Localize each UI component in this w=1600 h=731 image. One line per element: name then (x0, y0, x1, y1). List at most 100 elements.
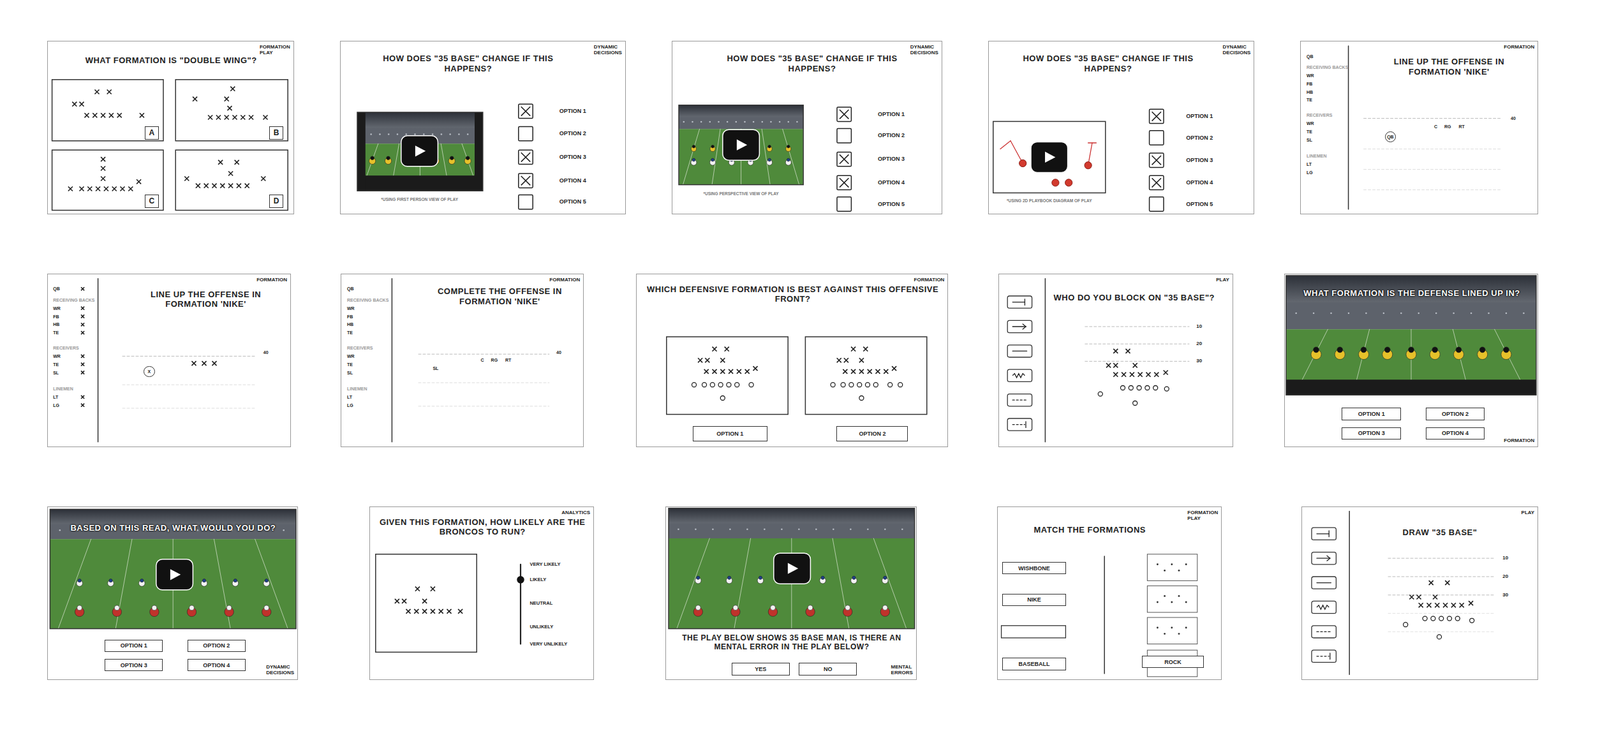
label-text: OPTION 3 (559, 154, 587, 161)
x-mark (1129, 372, 1135, 378)
rule-line (1025, 421, 1026, 429)
x-mark (1416, 594, 1421, 600)
crowd-dot (422, 133, 425, 136)
red-player (1065, 179, 1073, 187)
label-text: FB (52, 314, 59, 319)
crowd-dot (1417, 312, 1420, 315)
button-text: BASEBALL (1018, 660, 1050, 668)
card-panel: HOW DOES "35 BASE" CHANGE IF THIS HAPPEN… (988, 40, 1255, 215)
x-mark (191, 361, 196, 366)
x-mark (414, 609, 419, 614)
rule-line (1316, 655, 1329, 657)
crowd-dot (761, 121, 764, 124)
x-mark (458, 609, 463, 614)
label-text: 10 (1196, 324, 1202, 330)
red-player (1051, 179, 1060, 187)
label-text: SL (347, 370, 353, 376)
o-mark (1120, 385, 1125, 390)
x-mark (837, 357, 842, 363)
option-button: OPTION 3 (1341, 427, 1401, 440)
o-mark (710, 382, 715, 388)
option-button: OPTION 1 (104, 639, 163, 652)
label-text: RG (1444, 124, 1452, 129)
label-text: SL (1306, 137, 1313, 143)
tag-label: FORMATION PLAY (1187, 509, 1218, 522)
button-text: NO (823, 666, 833, 673)
center-divider (1103, 556, 1105, 674)
x-mark (859, 369, 864, 374)
turf (357, 143, 483, 191)
play-button (156, 559, 194, 591)
player-helmet (711, 158, 715, 162)
tool-icon (1311, 650, 1336, 663)
field-line (122, 408, 256, 409)
option-button: OPTION 4 (1425, 427, 1486, 440)
player-helmet (1432, 347, 1438, 353)
crowd-dot (440, 133, 443, 136)
x-mark (839, 109, 849, 119)
o-mark (1153, 385, 1158, 390)
player-helmet (727, 576, 731, 580)
button-text: OPTION 4 (202, 662, 230, 669)
card-title: HOW DOES "35 BASE" CHANGE IF THIS HAPPEN… (710, 53, 915, 74)
option-button: ROCK (1141, 655, 1205, 668)
player-helmet (109, 579, 113, 583)
card-title: LINE UP THE OFFENSE IN FORMATION 'NIKE' (1372, 56, 1526, 77)
x-mark (207, 114, 213, 120)
o-mark (1128, 385, 1134, 390)
player-helmet (733, 605, 739, 611)
field-line (1363, 169, 1501, 170)
crowd-dot (709, 121, 712, 124)
x-mark (100, 112, 106, 118)
formation-frame (52, 149, 164, 210)
x-mark (100, 156, 106, 162)
yard-line (1388, 558, 1496, 559)
video-frame (668, 508, 915, 630)
checkbox (518, 173, 533, 188)
button-text: B (273, 128, 280, 138)
player-helmet (711, 144, 715, 149)
o-mark (691, 382, 697, 388)
o-mark (1455, 616, 1460, 621)
checkbox (837, 107, 852, 122)
player-helmet (1455, 347, 1462, 353)
label-text: OPTION 4 (559, 177, 587, 184)
label-text: VERY LIKELY (529, 562, 561, 568)
label-text: 30 (1196, 358, 1202, 364)
yard-line (761, 128, 771, 185)
rule-line (1316, 631, 1331, 633)
crowd-dot (746, 528, 749, 531)
tool-icon (1007, 394, 1032, 407)
option-button: OPTION 2 (187, 639, 246, 652)
thumbnail-dot (1178, 569, 1181, 572)
x-mark (891, 366, 897, 371)
field-line (418, 382, 550, 384)
tool-icon (1007, 296, 1032, 309)
thumbnail-dot (1185, 563, 1188, 566)
x-mark (81, 362, 85, 367)
x-mark (117, 112, 122, 118)
o-mark (840, 382, 846, 388)
play-triangle (1044, 151, 1056, 163)
player-helmet (264, 605, 270, 611)
rule-line (1022, 324, 1026, 327)
yard-line (711, 128, 721, 185)
thumbnail-dot (1156, 563, 1159, 566)
x-mark (260, 176, 266, 181)
crowd-dot (815, 528, 818, 531)
tool-icon (1311, 625, 1336, 638)
x-mark (711, 347, 717, 352)
yard-line (1388, 613, 1496, 614)
label-text: SL (432, 366, 439, 371)
label-text: FB (347, 314, 353, 319)
x-mark (84, 112, 89, 118)
label-text: LINEMEN (347, 386, 368, 392)
rule-line (1088, 142, 1097, 143)
x-mark (94, 89, 99, 94)
sidebar-divider (1044, 278, 1047, 443)
crowd-dot (1435, 312, 1438, 315)
button-text: ROCK (1164, 659, 1182, 666)
thumbnail-dot (1163, 632, 1166, 635)
x-mark (1152, 155, 1162, 165)
label-text: *USING FIRST PERSON VIEW OF PLAY (380, 197, 459, 203)
